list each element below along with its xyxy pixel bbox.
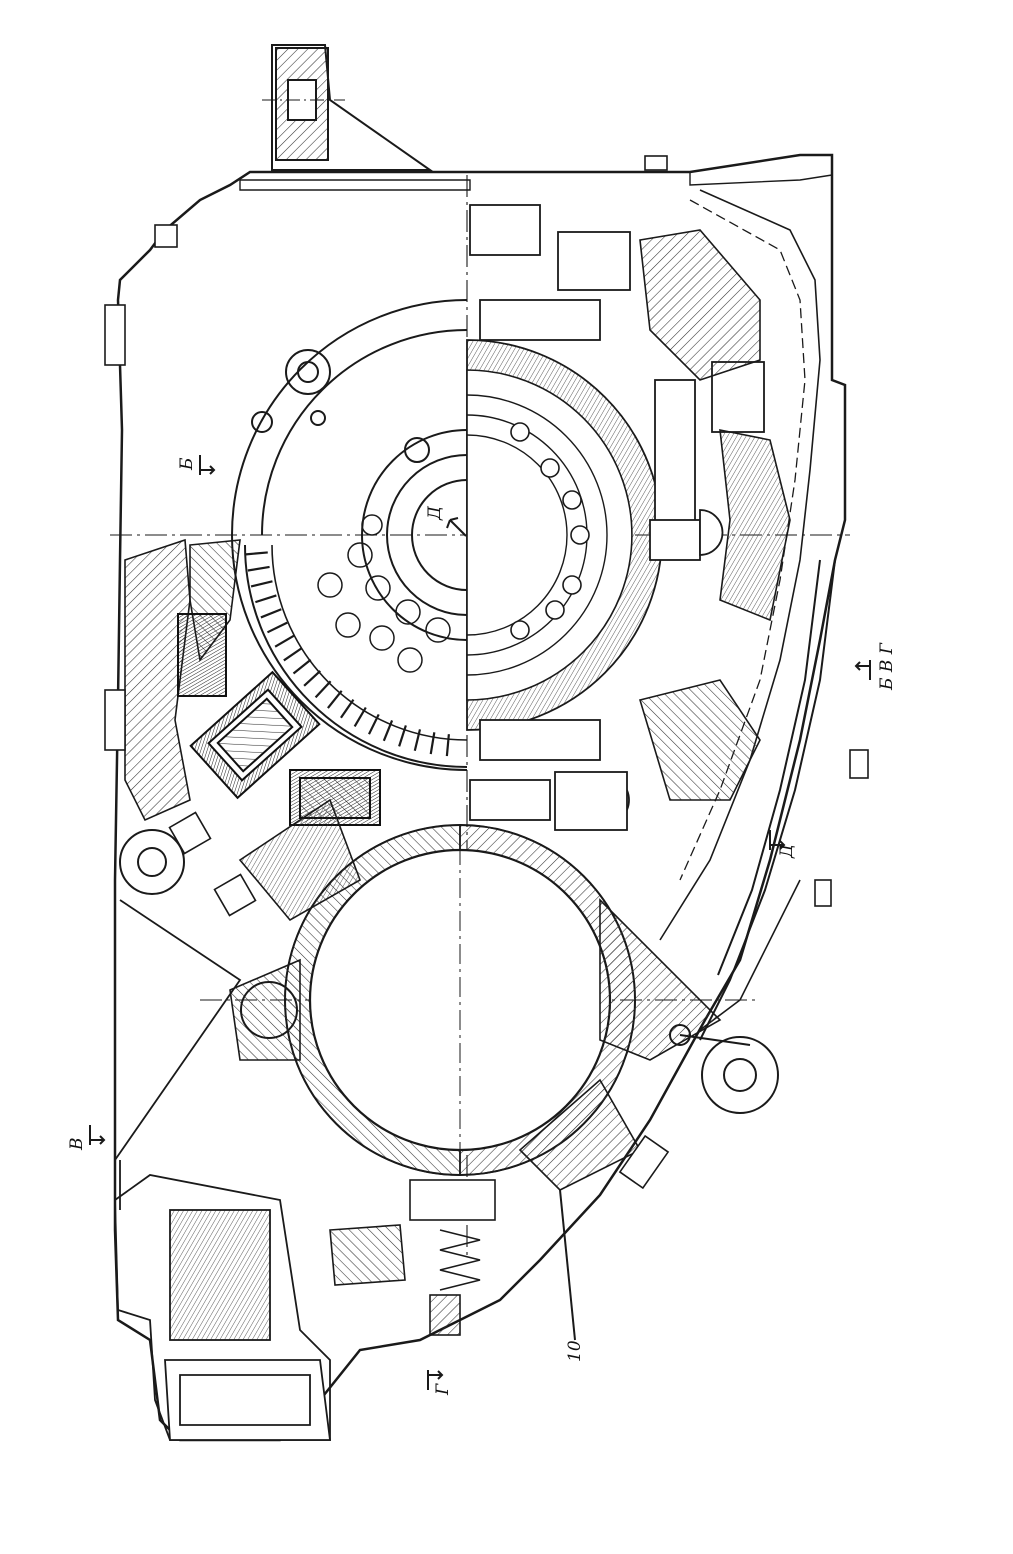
callout-10: 10 — [565, 1340, 585, 1362]
ring-slot — [367, 713, 380, 735]
housing-outline — [113, 153, 847, 1442]
label-d-center: Д — [425, 505, 445, 521]
top-bracket — [262, 44, 434, 171]
label-bvg-right: Б В Г — [877, 642, 897, 691]
cover-plate-left — [230, 299, 468, 771]
ring-slot — [382, 720, 394, 742]
roller-assemblies — [469, 204, 765, 831]
ring-slot — [260, 608, 282, 619]
ring-slot — [250, 580, 273, 588]
ring-slot — [353, 706, 367, 728]
ring-slot — [340, 699, 355, 719]
ring-slot — [245, 551, 268, 556]
bolt-holes-left — [317, 514, 451, 673]
spring-plunger — [329, 1179, 496, 1336]
label-g-bottom: Г — [433, 1383, 453, 1396]
bore-support-wedges — [229, 798, 722, 1191]
section-markers — [89, 455, 871, 1390]
ring-slot — [314, 680, 332, 699]
ring-slot — [303, 670, 322, 687]
ring-slot — [283, 647, 303, 662]
ring-slot — [266, 621, 288, 634]
ring-slot — [429, 732, 436, 755]
ring-slot — [445, 734, 450, 757]
section-labels: Б Д В Б В Г Д Г 10 — [67, 457, 897, 1396]
ring-slot — [292, 658, 312, 675]
ring-slot — [413, 729, 422, 752]
label-d-right: Д — [777, 843, 797, 859]
brake-segments-right — [638, 229, 791, 801]
edge-bolts — [104, 155, 869, 1190]
ring-slot — [255, 594, 277, 604]
label-b-left: Б — [177, 457, 197, 471]
ring-slot — [247, 565, 270, 572]
label-v-left: В — [67, 1138, 87, 1152]
slotted-ring — [244, 544, 468, 768]
left-lug — [119, 829, 298, 1039]
ring-slot — [274, 634, 295, 648]
ring-slot — [398, 725, 407, 747]
ring-slot — [327, 690, 343, 709]
bolt-circle-right — [510, 422, 590, 640]
lower-cover-wedge — [114, 899, 242, 1210]
gear-ring-right — [466, 339, 663, 731]
lower-left-tank — [114, 1174, 332, 1441]
linkage-arm-right — [669, 559, 836, 1114]
